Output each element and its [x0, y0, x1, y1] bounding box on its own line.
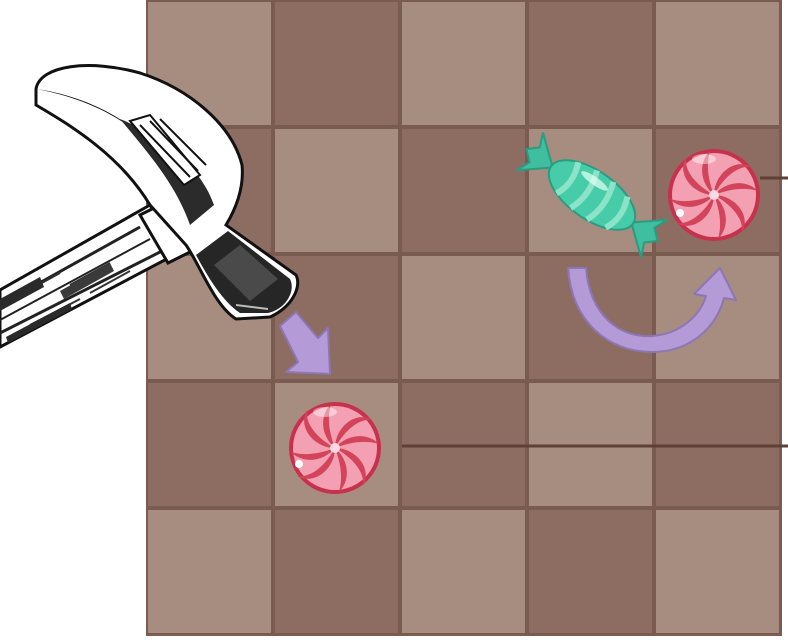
swap-arrow-indicator	[560, 256, 760, 376]
board-cell-r0-c2[interactable]	[400, 0, 527, 127]
board-cell-r3-c3[interactable]	[527, 381, 654, 508]
board-cell-r2-c2[interactable]	[400, 254, 527, 381]
board-cell-r4-c0[interactable]	[146, 508, 273, 635]
board-cell-r0-c4[interactable]	[654, 0, 781, 127]
wrapped-candy[interactable]	[512, 120, 672, 270]
board-cell-r1-c2[interactable]	[400, 127, 527, 254]
board-cell-r3-c4[interactable]	[654, 381, 781, 508]
swirl-candy-top[interactable]	[664, 145, 764, 245]
board-cell-r4-c2[interactable]	[400, 508, 527, 635]
board-cell-r0-c3[interactable]	[527, 0, 654, 127]
hammer-icon[interactable]	[0, 55, 310, 415]
board-cell-r4-c3[interactable]	[527, 508, 654, 635]
board-cell-r4-c4[interactable]	[654, 508, 781, 635]
board-cell-r3-c2[interactable]	[400, 381, 527, 508]
swap-arrow-shape	[568, 268, 736, 352]
board-cell-r4-c1[interactable]	[273, 508, 400, 635]
